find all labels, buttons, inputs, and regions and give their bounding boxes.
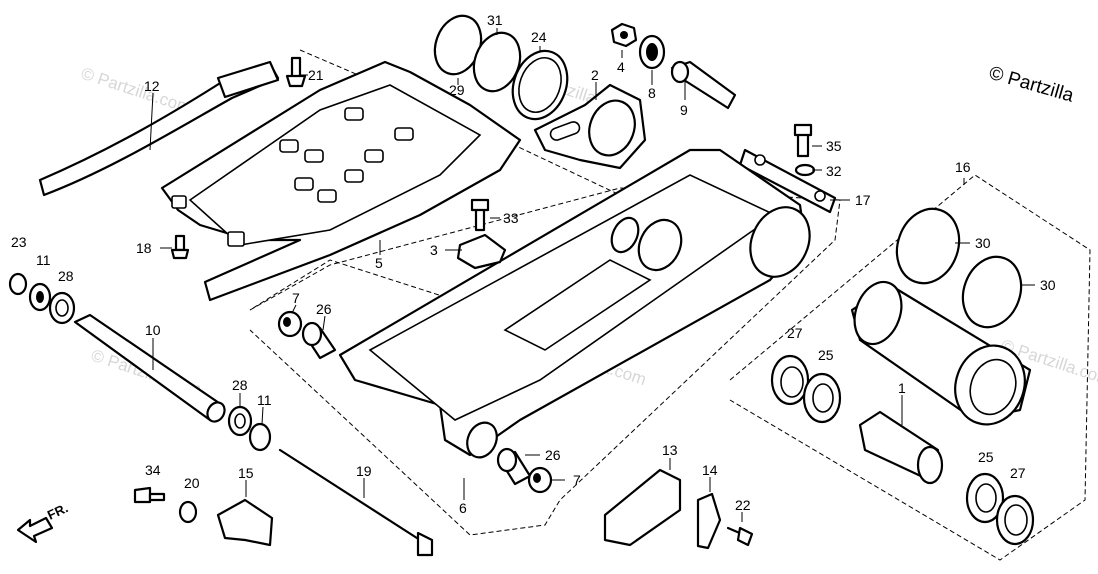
washer-32	[794, 163, 816, 177]
cap-7-top	[277, 310, 303, 338]
callout-25a: 25	[818, 347, 834, 363]
cap-23	[8, 272, 28, 296]
callout-9: 9	[680, 102, 688, 118]
callout-18: 18	[136, 240, 152, 256]
washer-11-right	[248, 422, 272, 452]
callout-30a: 30	[975, 235, 991, 251]
callout-31: 31	[487, 12, 503, 28]
bearing-27-upper	[770, 354, 810, 406]
callout-28a: 28	[58, 268, 74, 284]
oring-30-lower	[961, 255, 1023, 329]
callout-labels: 1 2 3 4 5 6 7 7 8 9 10 11 11 12 13 14 15…	[11, 12, 1056, 516]
callout-29: 29	[449, 82, 465, 98]
callout-16: 16	[955, 159, 971, 175]
bushing-26-top	[301, 321, 337, 360]
bolt-35	[793, 123, 813, 158]
callout-4: 4	[617, 59, 625, 75]
collar-8	[638, 34, 666, 70]
bracket-13	[603, 468, 682, 547]
bushing-26-bottom	[496, 447, 532, 486]
callout-5: 5	[375, 255, 383, 271]
callout-35: 35	[826, 138, 842, 154]
front-direction-arrow: FR.	[16, 500, 70, 544]
pivot-pipe-10	[73, 313, 226, 423]
callout-1: 1	[898, 380, 906, 396]
callout-11a: 11	[36, 252, 51, 268]
bolt-21	[285, 56, 307, 88]
bearing-28-left	[48, 291, 76, 325]
callout-6: 6	[459, 500, 467, 516]
callout-13: 13	[662, 442, 678, 458]
cap-7-bottom	[527, 466, 553, 494]
screw-22	[726, 526, 754, 547]
callout-26a: 26	[316, 301, 332, 317]
callout-7a: 7	[292, 290, 300, 306]
callout-19: 19	[356, 463, 372, 479]
leader-lines	[149, 28, 1035, 522]
sleeve-1	[858, 410, 944, 485]
callout-15: 15	[238, 465, 254, 481]
callout-32: 32	[826, 163, 842, 179]
callout-27a: 27	[787, 325, 803, 341]
pivot-assembly-16	[850, 207, 1032, 426]
callout-24: 24	[531, 29, 547, 45]
collar-20	[178, 500, 198, 524]
callout-7b: 7	[573, 472, 581, 488]
swingarm-group-outline	[249, 187, 841, 536]
callout-22: 22	[735, 497, 751, 513]
oring-30-upper	[895, 207, 961, 285]
bearing-28-right	[227, 405, 253, 437]
bolt-9	[670, 60, 737, 110]
chain-case-part	[160, 60, 522, 302]
callout-25b: 25	[978, 449, 994, 465]
bolt-34	[133, 486, 166, 504]
callout-20: 20	[184, 475, 200, 491]
callout-2: 2	[591, 67, 599, 83]
swingarm-part	[338, 148, 811, 459]
callout-26b: 26	[545, 447, 561, 463]
callout-21: 21	[308, 67, 324, 83]
bearing-25-upper	[802, 372, 842, 424]
bearing-25-lower	[965, 472, 1005, 524]
callout-27b: 27	[1010, 465, 1026, 481]
callout-33: 33	[503, 210, 519, 226]
bolt-19	[278, 448, 434, 557]
callout-34: 34	[145, 462, 161, 478]
block-3	[456, 233, 507, 270]
copyright-text: © Partzilla	[987, 63, 1077, 107]
callout-14: 14	[702, 462, 718, 478]
chain-slider-part	[38, 60, 280, 197]
callout-23: 23	[11, 234, 27, 250]
seal-rings-group	[433, 14, 569, 121]
bearing-27-lower	[995, 494, 1035, 546]
callout-8: 8	[648, 85, 656, 101]
callout-3: 3	[430, 242, 438, 258]
callout-10: 10	[145, 322, 161, 338]
clip-14	[696, 492, 722, 550]
nut-4	[610, 22, 638, 48]
plate-part	[533, 83, 647, 170]
guide-17	[738, 148, 837, 214]
callout-30b: 30	[1040, 277, 1056, 293]
bracket-15	[216, 498, 274, 547]
washer-11-left	[28, 282, 52, 312]
callout-17: 17	[855, 192, 871, 208]
callout-11b: 11	[257, 392, 272, 408]
bolt-33	[470, 198, 490, 232]
callout-12: 12	[144, 78, 160, 94]
callout-28b: 28	[232, 377, 248, 393]
bolt-18	[170, 234, 190, 260]
front-direction-label: FR.	[45, 500, 70, 522]
